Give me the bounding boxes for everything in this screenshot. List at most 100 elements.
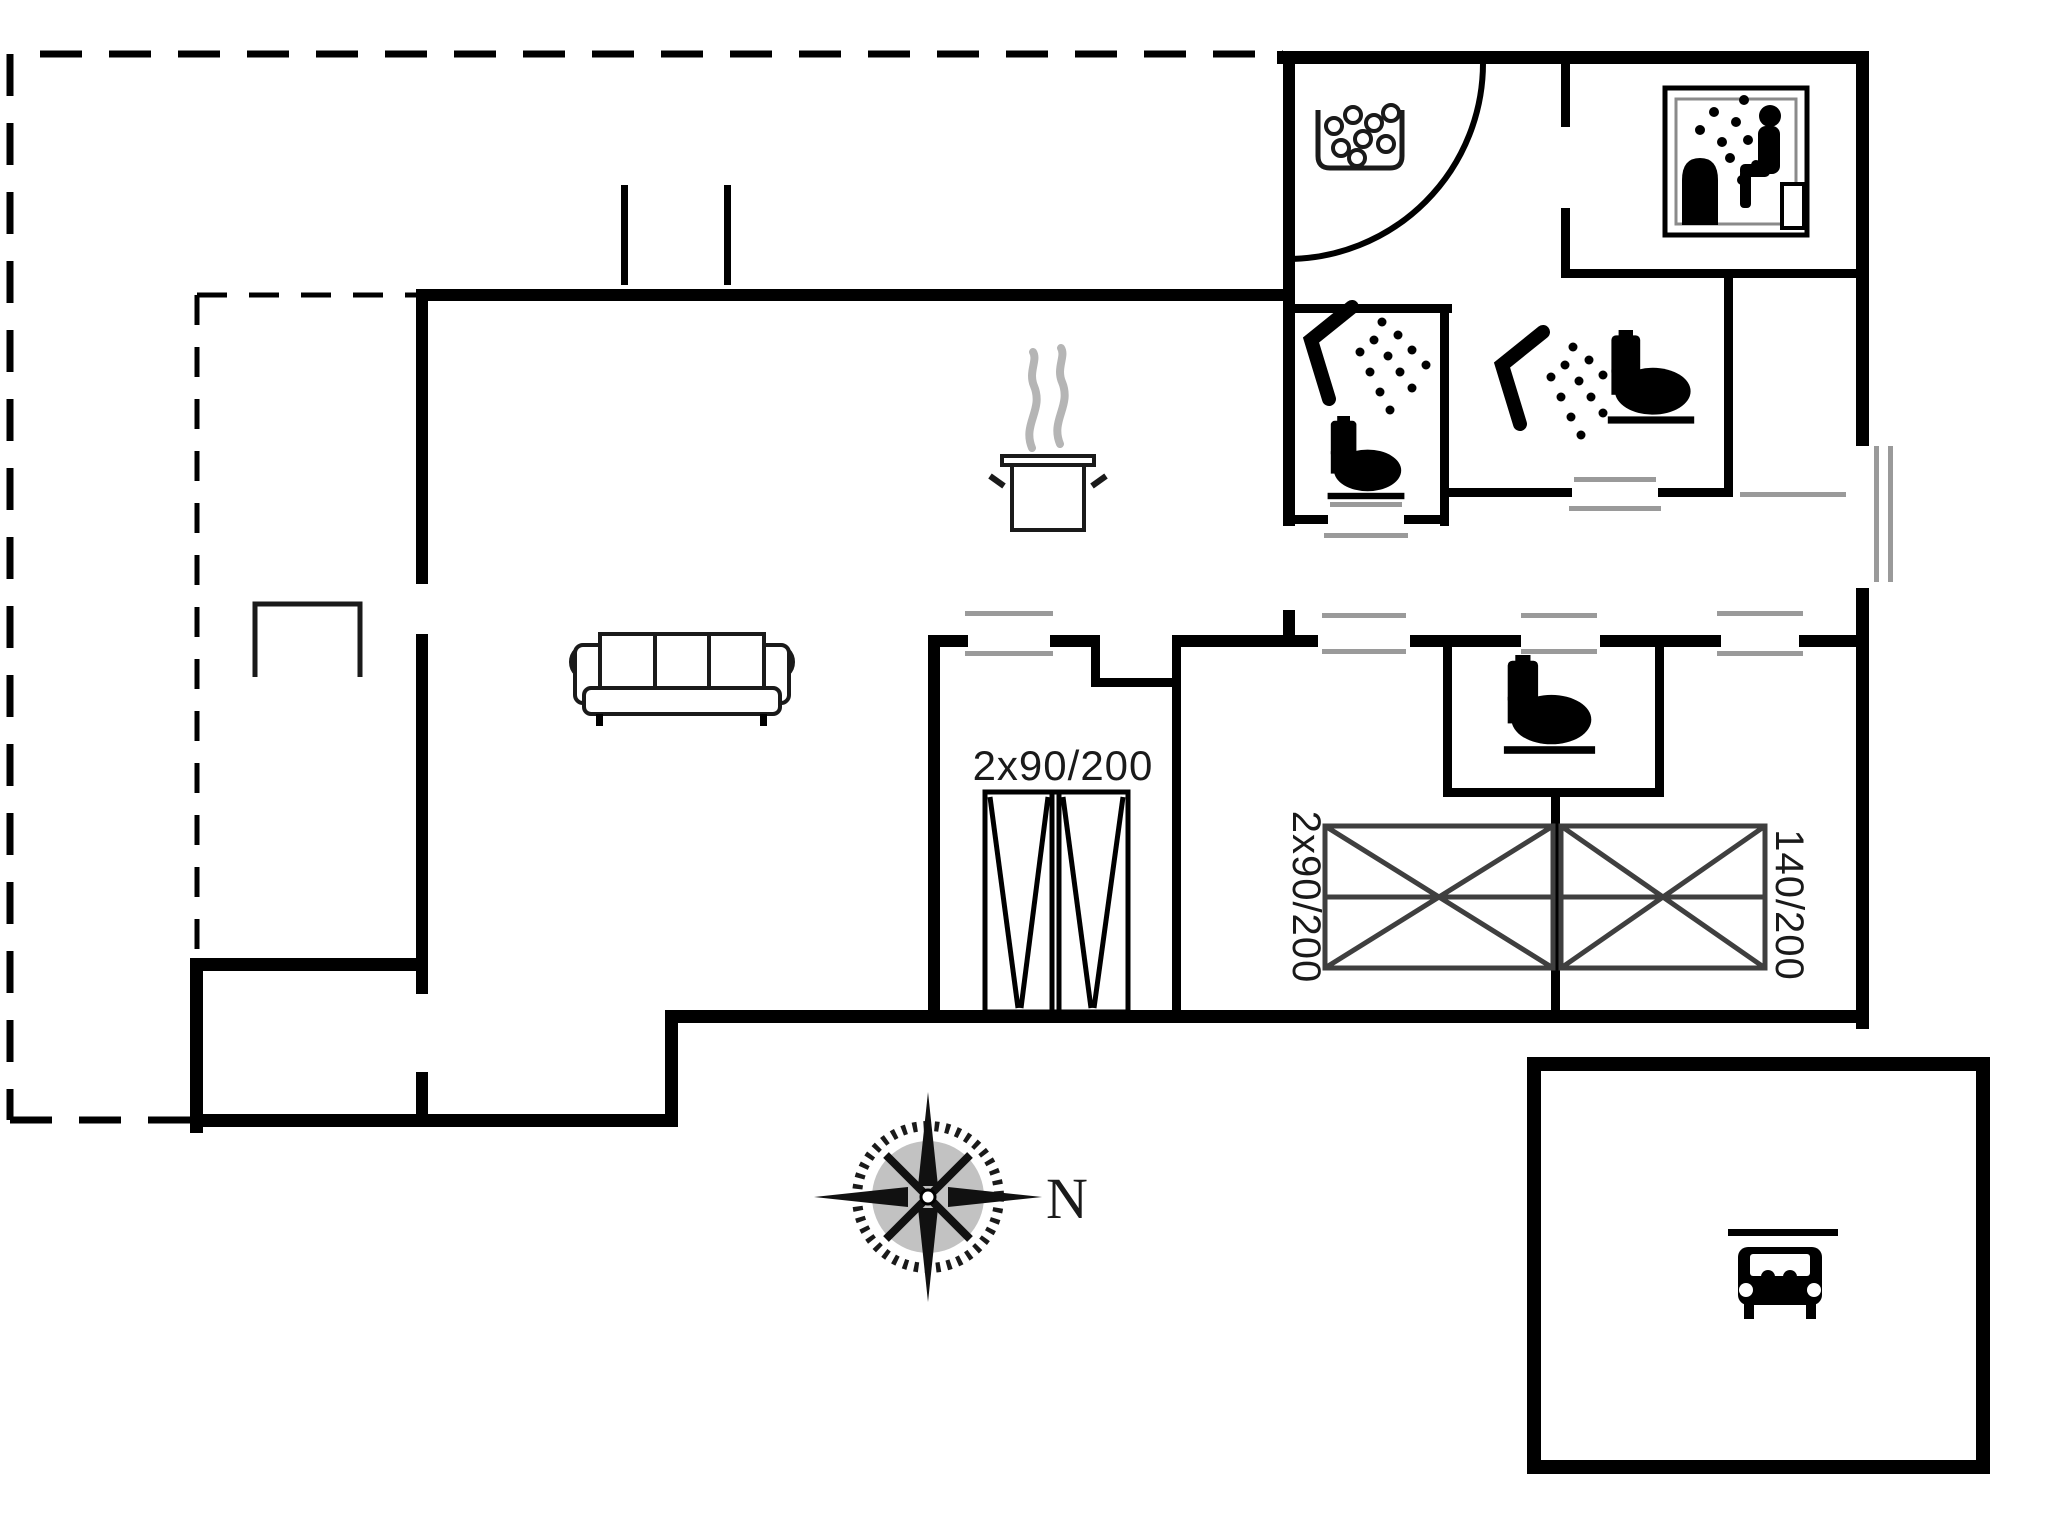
car-driver-head <box>1761 1270 1775 1284</box>
wall-bath-left <box>1283 51 1295 526</box>
shower-spray <box>1355 317 1431 415</box>
wall-right-upper <box>1856 51 1869 446</box>
door-threshold <box>1740 492 1846 497</box>
sofa-seat-front <box>582 686 782 716</box>
wall-niche-bottom <box>1091 678 1181 687</box>
door-swing-arc <box>1286 62 1486 262</box>
wall-sauna-bottom <box>1561 269 1861 278</box>
bunk-bed-icon <box>982 789 1131 1015</box>
double-bed-icon <box>1322 823 1556 971</box>
sauna-person <box>1740 105 1781 208</box>
door-threshold <box>1330 502 1402 507</box>
wall-living-left-mid <box>416 634 428 994</box>
wall-niche-left <box>1091 635 1100 687</box>
sofa-foot <box>760 714 767 726</box>
compass-diagonal-point <box>883 1194 931 1242</box>
car-wheel-left <box>1744 1303 1754 1319</box>
sauna-icon <box>1662 85 1810 238</box>
wall-niche-right <box>1172 635 1181 687</box>
garage-wall-left <box>1527 1057 1541 1474</box>
door-threshold <box>1322 649 1406 654</box>
car-passenger-head <box>1783 1270 1797 1284</box>
double-bed-icon <box>1558 823 1768 971</box>
wall-shower1-bottom-a <box>1283 515 1328 524</box>
terrace-post-left <box>621 185 628 285</box>
wall-shower1-bottom-b <box>1404 515 1449 524</box>
compass-east-point <box>948 1187 1042 1207</box>
car-icon <box>1728 1229 1838 1319</box>
sofa-cushions <box>598 632 766 692</box>
window-and-threshold-markers <box>965 446 1893 656</box>
compass-west-point <box>814 1187 908 1207</box>
steam-squiggle <box>1053 344 1069 448</box>
shower-spray <box>1546 342 1622 440</box>
tub-bubbles <box>1324 103 1401 168</box>
wall-wc-left <box>1443 635 1452 797</box>
window-marker <box>1717 651 1803 656</box>
wall-living-left-upper <box>416 289 428 584</box>
terrace-table-icon <box>252 601 363 677</box>
wall-kitchen-top <box>416 289 1290 301</box>
wall-sauna-partition-a <box>1561 57 1570 127</box>
compass-diagonal-point <box>925 1152 973 1200</box>
wall-shower1-top <box>1283 304 1452 313</box>
terrace-post-right <box>724 185 731 285</box>
shower-arm <box>1302 300 1359 406</box>
sauna-frame-inner <box>1674 97 1798 226</box>
compass-diagonal-point <box>883 1152 931 1200</box>
wall-top <box>1277 51 1869 64</box>
wall-bedrooms-top-c <box>1172 635 1318 647</box>
window-marker <box>965 611 1053 616</box>
bunk-bed-label: 2x90/200 <box>973 742 1154 789</box>
compass-center <box>919 1188 937 1206</box>
door-threshold <box>1322 613 1406 618</box>
wall-bedroom-divider-1 <box>1172 678 1181 1022</box>
exterior-walls <box>190 51 1869 1133</box>
carport-lintel <box>1728 1229 1838 1236</box>
wall-bedrooms-top-f <box>1799 635 1869 647</box>
pot-body <box>1010 462 1086 532</box>
door-threshold <box>1569 506 1661 511</box>
wall-step-connector <box>665 1010 678 1127</box>
wall-shower2-bottom-b <box>1658 488 1728 497</box>
door-threshold <box>1521 649 1597 654</box>
garage-wall-right <box>1976 1057 1990 1474</box>
window-marker <box>1717 611 1803 616</box>
double-bed-left-label: 2x90/200 <box>1284 811 1328 984</box>
wall-bedrooms-top-b <box>1050 635 1099 647</box>
wall-sauna-partition-b <box>1561 208 1570 278</box>
toilet-icon <box>1327 416 1405 500</box>
tub-outline <box>1315 110 1405 171</box>
window-marker <box>965 651 1053 656</box>
whirlpool-tub-icon <box>1315 103 1405 171</box>
wall-bunkroom-left <box>928 635 940 1022</box>
wall-bedrooms-top-d <box>1410 635 1521 647</box>
compass-diagonal-point <box>925 1194 973 1242</box>
double-bed-right-label: 140/200 <box>1767 829 1811 981</box>
wall-left <box>190 958 203 1133</box>
garage <box>1527 1057 1990 1474</box>
sauna-bench-step <box>1780 182 1806 230</box>
wall-right-lower <box>1856 588 1869 1029</box>
pot-rim <box>1000 454 1096 467</box>
door-threshold <box>1521 613 1597 618</box>
wall-living-left-stub <box>416 1072 428 1127</box>
car-light-left <box>1739 1283 1753 1297</box>
wall-step-top <box>190 958 428 971</box>
wall-bottom-right <box>665 1010 1869 1023</box>
cooking-pot-icon <box>988 344 1108 532</box>
wall-wc-right <box>1655 635 1664 797</box>
pot-handle-left <box>988 473 1006 489</box>
entrance-door-marker <box>1888 446 1893 582</box>
compass-rose-icon <box>814 1092 1042 1302</box>
wall-shower1-right <box>1440 304 1449 526</box>
compass-north-point <box>918 1092 938 1186</box>
wall-closet-left <box>1724 269 1733 497</box>
toilet-icon <box>1503 655 1596 754</box>
toilet-icon <box>1607 330 1695 424</box>
door-threshold <box>1574 477 1656 482</box>
shower-arm <box>1493 325 1550 431</box>
sofa-icon <box>569 632 795 726</box>
entrance-door-marker <box>1874 446 1879 582</box>
wall-shower2-bottom-a <box>1444 488 1572 497</box>
